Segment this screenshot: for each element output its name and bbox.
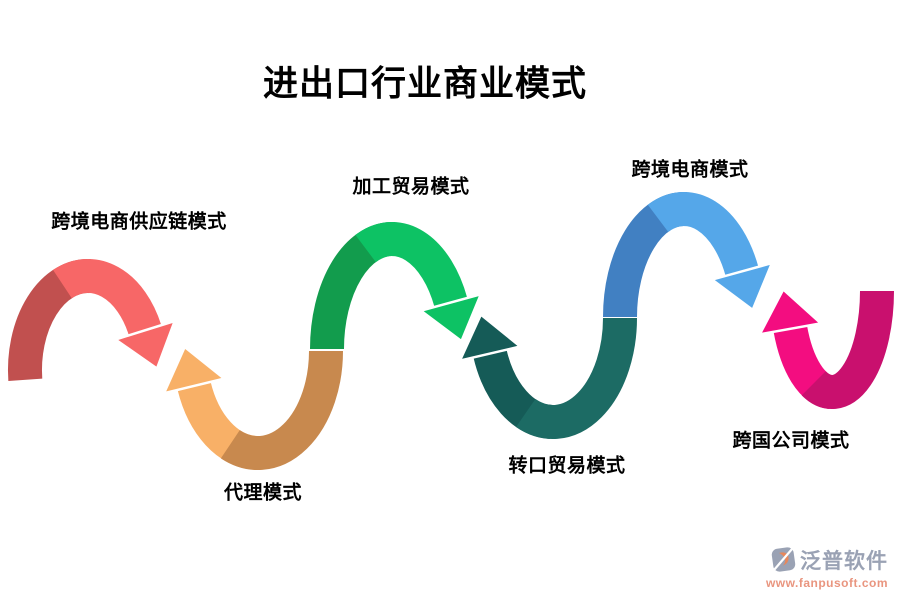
- logo-slash: [773, 548, 793, 571]
- mode-label-processing-trade: 加工贸易模式: [352, 176, 470, 198]
- mode-ribbon-0: [7, 259, 162, 381]
- arrowhead-down-icon: [709, 261, 775, 312]
- mode-ribbon-5: [773, 290, 894, 409]
- arrowhead-up-icon: [457, 312, 523, 363]
- mode-ribbon-1: [177, 350, 343, 471]
- brand-logo-row: 泛普软件: [771, 545, 888, 575]
- mode-label-entrepot-trade: 转口贸易模式: [508, 455, 626, 477]
- arrowhead-up-icon: [757, 287, 824, 336]
- brand-name: 泛普软件: [800, 550, 888, 573]
- brand-url: www.fanpusoft.com: [765, 576, 888, 590]
- mode-label-agency: 代理模式: [223, 482, 303, 504]
- arrowhead-down-icon: [418, 292, 483, 344]
- ribbon-arrow-half: [647, 192, 759, 277]
- mode-label-cross-border-ecommerce: 跨境电商模式: [631, 159, 749, 181]
- arrowhead-down-icon: [112, 319, 177, 371]
- ribbon-start-half: [801, 290, 894, 409]
- mode-ribbon-2: [310, 222, 468, 350]
- ribbon-arrow-half: [355, 222, 468, 308]
- mode-label-multinational-company: 跨国公司模式: [732, 430, 850, 452]
- ribbon-start-half: [516, 317, 637, 439]
- mode-ribbon-4: [603, 192, 759, 318]
- arrowhead-up-icon: [161, 345, 227, 396]
- page-title: 进出口行业商业模式: [262, 64, 588, 104]
- brand-logo: 泛普软件 www.fanpusoft.com: [766, 545, 888, 590]
- ribbon-arrow-half: [53, 259, 162, 336]
- mode-label-cross-border-ecommerce-supply-chain: 跨境电商供应链模式: [51, 211, 227, 233]
- fanpu-logo-icon: [771, 547, 796, 572]
- mode-ribbon-3: [473, 317, 637, 439]
- ribbon-start-half: [220, 350, 343, 471]
